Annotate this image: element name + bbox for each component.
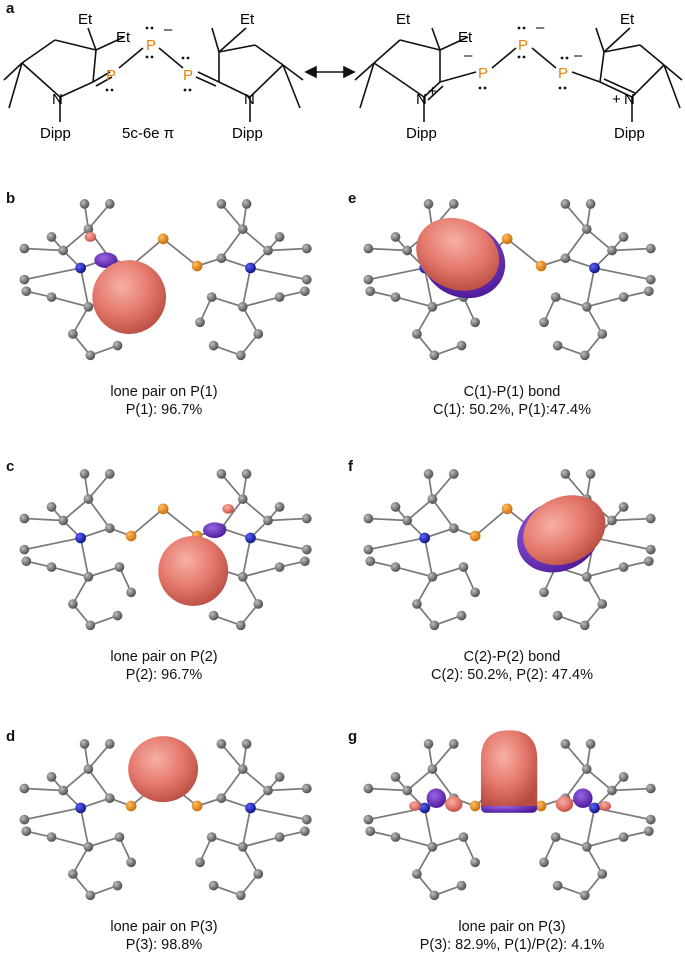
caption-g: lone pair on P(3) P(3): 82.9%, P(1)/P(2)… (362, 918, 662, 954)
orbital-positive-lobe (409, 801, 421, 811)
caption-f: C(2)-P(2) bond C(2): 50.2%, P(2): 47.4% (362, 648, 662, 684)
orbital-positive-lobe (445, 796, 463, 812)
orbital-negative-lobe (202, 522, 227, 538)
et-label: Et (240, 11, 255, 28)
panel-label-c: c (6, 458, 15, 475)
charge-label: – (464, 47, 473, 64)
nitrogen-label: N (416, 91, 427, 108)
caption-e: C(1)-P(1) bond C(1): 50.2%, P(1):47.4% (362, 383, 662, 419)
orbital-positive-lobe (128, 736, 199, 803)
phosphorus-label: P (146, 37, 156, 54)
charge-label: + (428, 83, 437, 100)
orbital-c-lone-pair-p2 (18, 468, 313, 632)
dipp-label: Dipp (614, 125, 645, 142)
orbital-negative-lobe (573, 788, 593, 808)
dipp-label: Dipp (406, 125, 437, 142)
charge-label: – (164, 21, 173, 38)
et-label: Et (620, 11, 635, 28)
panel-label-e: e (348, 190, 357, 207)
phosphorus-label: P (558, 65, 568, 82)
orbital-composition: C(2): 50.2%, P(2): 47.4% (431, 667, 593, 683)
nitrogen-label: N (244, 91, 255, 108)
nitrogen-label: N (624, 91, 635, 108)
charge-label: – (536, 19, 545, 36)
charge-label: – (574, 47, 583, 64)
orbital-composition: P(2): 96.7% (125, 667, 203, 683)
orbital-description: lone pair on P(3) (110, 919, 218, 935)
orbital-negative-lobe (94, 252, 118, 268)
panel-label-g: g (348, 728, 358, 745)
panel-label-b: b (6, 190, 16, 207)
orbital-composition: P(1): 96.7% (125, 402, 203, 418)
et-label: Et (78, 11, 93, 28)
resonance-scheme: Et Et Et P P P – N N Dipp Dipp 5c-6e π (3, 11, 683, 142)
orbital-g-lone-pair-p3-delocalized (362, 730, 657, 902)
orbital-description: C(1)-P(1) bond (463, 384, 561, 400)
lone-pair-dots (105, 26, 192, 92)
lone-pair-dots (478, 26, 569, 90)
orbital-positive-lobe (480, 730, 538, 806)
et-label: Et (396, 11, 411, 28)
orbital-positive-lobe (555, 796, 574, 812)
orbital-composition: P(3): 98.8% (125, 937, 203, 953)
caption-d: lone pair on P(3) P(3): 98.8% (14, 918, 314, 954)
orbital-positive-lobe (416, 217, 500, 291)
nitrogen-label: N (52, 91, 63, 108)
orbital-b-lone-pair-p1 (18, 198, 313, 362)
charge-label: + (612, 91, 621, 108)
orbital-d-lone-pair-p3 (18, 736, 313, 902)
orbital-e-c1-p1-bond (362, 198, 657, 362)
panel-label-a: a (6, 0, 15, 17)
et-label: Et (116, 29, 131, 46)
dipp-label: Dipp (40, 125, 71, 142)
phosphorus-label: P (183, 67, 193, 84)
orbital-positive-lobe (158, 536, 229, 606)
orbital-positive-lobe (92, 260, 167, 334)
phosphorus-label: P (518, 37, 528, 54)
orbital-positive-lobe (222, 503, 234, 514)
orbital-description: C(2)-P(2) bond (463, 649, 561, 665)
orbital-negative-lobe (426, 788, 446, 808)
orbital-f-c2-p2-bond (362, 468, 657, 632)
orbital-composition: P(3): 82.9%, P(1)/P(2): 4.1% (419, 937, 605, 953)
panel-label-f: f (348, 458, 353, 475)
orbital-composition: C(1): 50.2%, P(1):47.4% (433, 402, 591, 418)
et-label: Et (458, 29, 473, 46)
phosphorus-label: P (106, 67, 116, 84)
panel-label-d: d (6, 728, 16, 745)
caption-b: lone pair on P(1) P(1): 96.7% (14, 383, 314, 419)
orbital-description: lone pair on P(3) (458, 919, 566, 935)
caption-c: lone pair on P(2) P(2): 96.7% (14, 648, 314, 684)
left-resonance-structure (3, 27, 304, 122)
orbital-description: lone pair on P(2) (110, 649, 218, 665)
resonance-arrow (304, 65, 356, 79)
dipp-label: Dipp (232, 125, 263, 142)
orbital-positive-lobe (599, 801, 611, 811)
right-resonance-structure (354, 27, 683, 122)
orbital-positive-lobe (84, 232, 97, 242)
phosphorus-label: P (478, 65, 488, 82)
pi-system-label: 5c-6e π (122, 125, 174, 142)
orbital-description: lone pair on P(1) (110, 384, 218, 400)
orbital-positive-lobe (523, 495, 606, 566)
